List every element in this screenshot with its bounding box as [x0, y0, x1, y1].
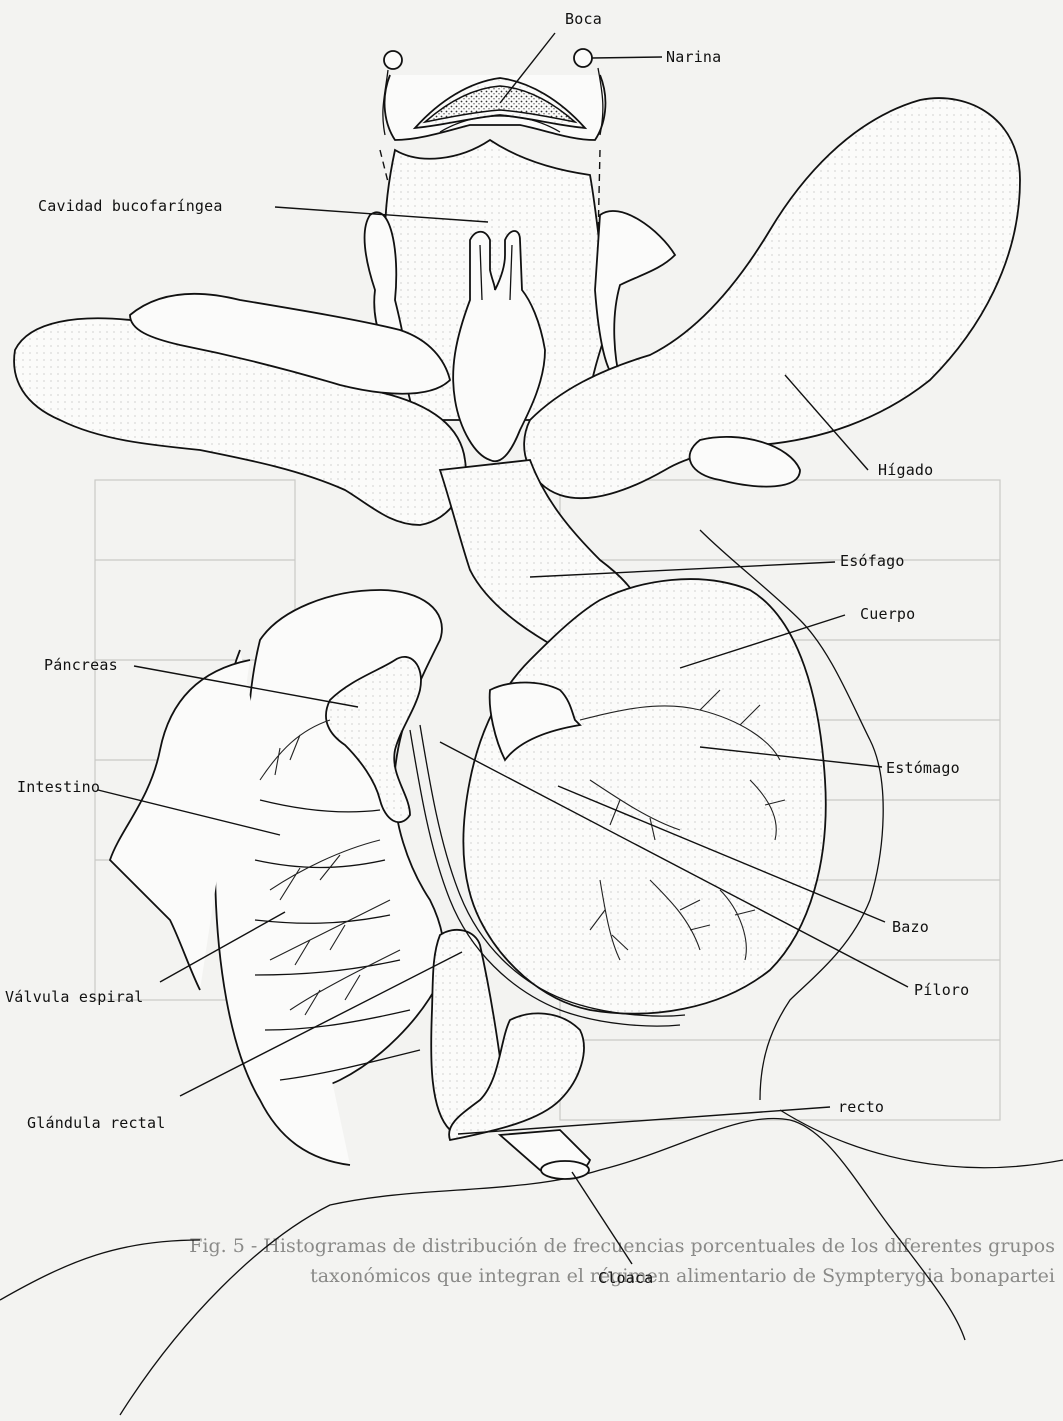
- label-estomago: Estómago: [886, 759, 960, 777]
- left-nostril-icon: [384, 51, 402, 69]
- label-boca: Boca: [565, 10, 602, 28]
- cloaca-opening: [541, 1161, 589, 1179]
- bleed-caption-line2: taxonómicos que integran el régimen alim…: [310, 1265, 1055, 1287]
- label-cuerpo: Cuerpo: [860, 605, 915, 623]
- bleed-caption-line1: Fig. 5 - Histogramas de distribución de …: [189, 1235, 1055, 1257]
- label-intestino: Intestino: [17, 778, 100, 796]
- stomach: [463, 579, 825, 1014]
- label-higado: Hígado: [878, 461, 933, 479]
- label-piloro: Píloro: [914, 981, 969, 999]
- label-valvula-espiral: Válvula espiral: [5, 988, 143, 1006]
- label-cloaca: Cloaca: [598, 1269, 653, 1287]
- label-glandula-rectal: Glándula rectal: [27, 1114, 165, 1132]
- label-bazo: Bazo: [892, 918, 929, 936]
- label-cavidad-bucofaringea: Cavidad bucofaríngea: [38, 197, 223, 215]
- label-esofago: Esófago: [840, 552, 905, 570]
- right-nostril-icon: [574, 49, 592, 67]
- label-recto: recto: [838, 1098, 884, 1116]
- head-region: [383, 49, 606, 140]
- label-pancreas: Páncreas: [44, 656, 118, 674]
- liver-right-flap: [690, 437, 800, 487]
- label-narina: Narina: [666, 48, 721, 66]
